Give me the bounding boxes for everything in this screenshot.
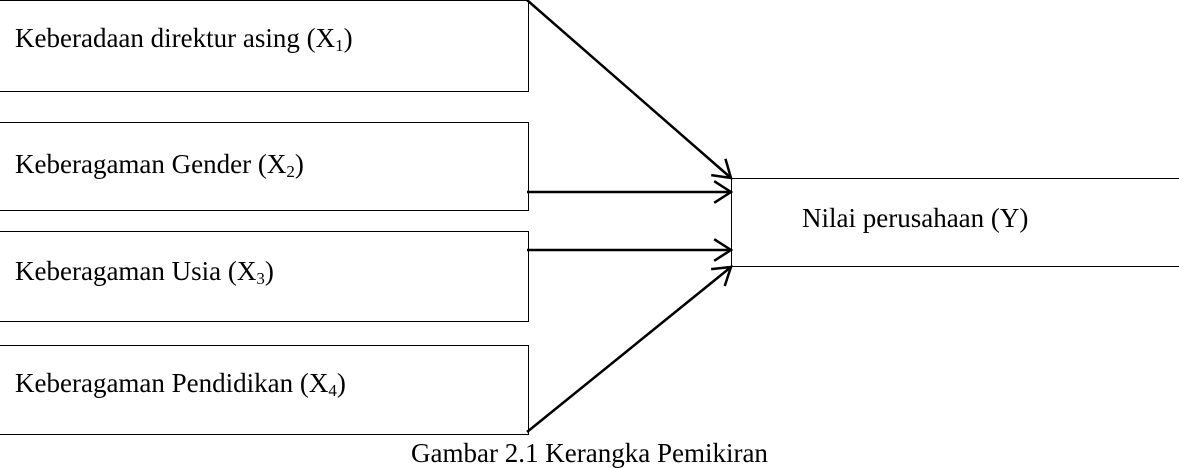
arrow-x4-to-y [526, 266, 732, 433]
arrow-layer [526, 0, 734, 433]
arrowhead-x2-to-y [713, 180, 734, 204]
node-x4-label: Keberagaman Pendidikan (X4) [15, 368, 346, 400]
node-x2-label: Keberagaman Gender (X2) [15, 149, 304, 181]
arrowhead-x4-to-y [710, 265, 733, 287]
node-x2-gender-diversity: Keberagaman Gender (X2) [0, 122, 529, 211]
node-x3-label: Keberagaman Usia (X3) [15, 256, 274, 288]
node-x4-education-diversity: Keberagaman Pendidikan (X4) [0, 345, 529, 435]
figure-caption: Gambar 2.1 Kerangka Pemikiran [411, 438, 768, 468]
arrowhead-x1-to-y [711, 158, 733, 180]
node-y-label: Nilai perusahaan (Y) [802, 203, 1029, 233]
arrowhead-x3-to-y [713, 238, 734, 262]
arrow-x1-to-y [526, 0, 732, 179]
node-x1-foreign-director: Keberadaan direktur asing (X1) [0, 0, 529, 92]
node-y-firm-value: Nilai perusahaan (Y) [731, 178, 1179, 267]
node-x1-label: Keberadaan direktur asing (X1) [15, 23, 353, 55]
node-x3-age-diversity: Keberagaman Usia (X3) [0, 231, 529, 322]
